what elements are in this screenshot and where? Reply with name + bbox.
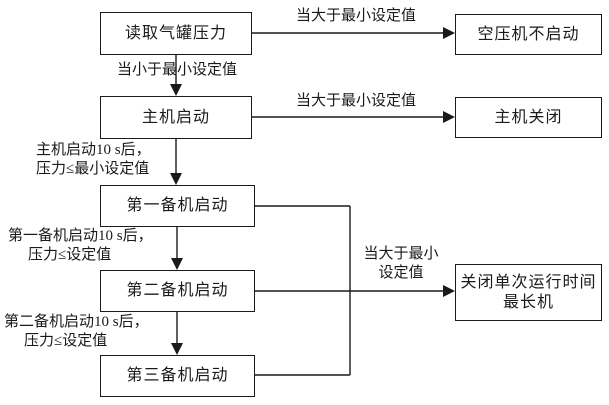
edge-label-less-than-min: 当小于最小设定值 [94,61,260,80]
node-label: 空压机不启动 [477,25,580,43]
edge-label-text: 当大于最小 [363,246,439,262]
edge-label-text: 压力≤最小设定值 [36,161,150,177]
node-main-close: 主机关闭 [455,97,602,138]
edge-label-backup1-10s-condition: 第一备机启动10 s后， 压力≤设定值 [8,227,186,265]
node-backup1-start: 第一备机启动 [100,185,255,227]
edge-label-text: 当小于最小设定值 [116,62,237,78]
arrowhead-right-closelongest [443,285,455,297]
node-close-longest-runtime: 关闭单次运行时间 最长机 [455,264,602,321]
node-label: 主机关闭 [494,108,563,126]
arrowhead-down-backup1 [170,173,182,185]
edge-label-greater-than-min-bus: 当大于最小 设定值 [350,245,452,283]
edge-label-text: 设定值 [378,265,424,281]
node-read-tank-pressure: 读取气罐压力 [100,12,252,55]
edge-label-greater-than-min-main: 当大于最小设定值 [281,92,431,111]
node-backup2-start: 第二备机启动 [100,270,255,312]
edge-label-greater-than-min-top: 当大于最小设定值 [281,7,431,26]
edge-label-text: 当大于最小设定值 [295,8,416,24]
arrowhead-right-mainclose [443,111,455,123]
node-label-line2: 最长机 [502,293,554,311]
node-backup3-start: 第三备机启动 [100,355,255,397]
edge-label-text: 第一备机启动10 s后， [8,228,153,244]
node-label: 主机启动 [141,108,210,126]
node-label: 第二备机启动 [126,282,229,299]
edge-label-text: 压力≤设定值 [24,333,108,349]
node-label: 读取气罐压力 [124,24,227,42]
arrowhead-down-backup3 [171,343,183,355]
node-label: 第一备机启动 [126,197,229,214]
node-label: 第三备机启动 [126,367,229,384]
node-label-line1: 关闭单次运行时间 [460,273,597,291]
arrowhead-down-main [170,84,182,96]
edge-label-main-10s-condition: 主机启动10 s后， 压力≤最小设定值 [36,141,184,179]
edge-label-text: 第二备机启动10 s后， [4,314,149,330]
edge-label-text: 当大于最小设定值 [295,93,416,109]
arrowhead-right-nostart [443,27,455,39]
node-main-start: 主机启动 [100,96,252,139]
node-compressor-no-start: 空压机不启动 [455,14,602,55]
edge-label-backup2-10s-condition: 第二备机启动10 s后， 压力≤设定值 [4,313,182,351]
edge-label-text: 压力≤设定值 [28,247,112,263]
edge-label-text: 主机启动10 s后， [36,142,151,158]
arrowhead-down-backup2 [171,258,183,270]
